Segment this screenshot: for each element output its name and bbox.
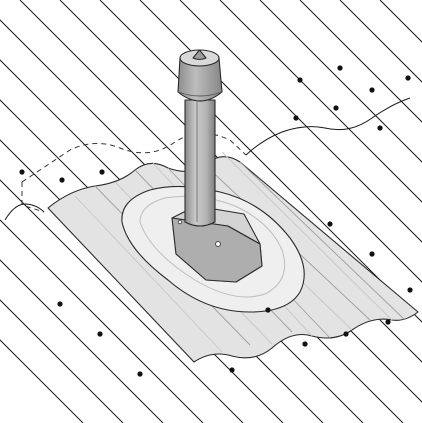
roof-sheet-left-edge [4,203,45,221]
fastener-dot-icon [137,371,143,377]
fastener-dot-icon [229,367,235,373]
roof-sheet-line [0,259,164,423]
roof-sheet-line [299,0,422,123]
fastener-dot-icon [343,331,349,337]
fastener-dot-icon [57,301,63,307]
roof-sheet-line [179,0,422,243]
roof-sheet-line [0,299,124,423]
fastener-dot-icon [337,65,343,71]
vent-cap [177,49,223,102]
fastener-dot-icon [369,251,375,257]
roof-sheet-line [379,0,422,43]
fastener-dot-icon [19,169,25,175]
fastener-dot-icon [385,319,391,325]
fastener-dot-icon [265,307,271,313]
fastener-dot-icon [59,177,65,183]
roof-sheet-line [339,0,422,83]
fastener-dot-icon [377,125,383,131]
fastener-dots [19,65,413,377]
roof-sheet-line [0,339,84,423]
fastener-dot-icon [302,341,308,347]
fastener-dot-icon [405,75,411,81]
fastener-dot-icon [369,87,375,93]
roof-sheet-upper-edge [245,97,411,156]
fastener-dot-icon [97,331,103,337]
fastener-dot-icon [333,105,339,111]
roof-sheet-line [259,0,422,163]
fastener-dot-icon [327,221,333,227]
roof-sheet-line [99,0,422,323]
roof-sheet-line [0,219,204,423]
fastener-dot-icon [297,77,303,83]
fastener-dot-icon [407,287,413,293]
roof-sheet-line [0,179,244,423]
vent-pipe [184,99,216,227]
fastener-dot-icon [293,115,299,121]
roof-sheet-line [219,0,422,203]
fastener-dot-icon [99,169,105,175]
